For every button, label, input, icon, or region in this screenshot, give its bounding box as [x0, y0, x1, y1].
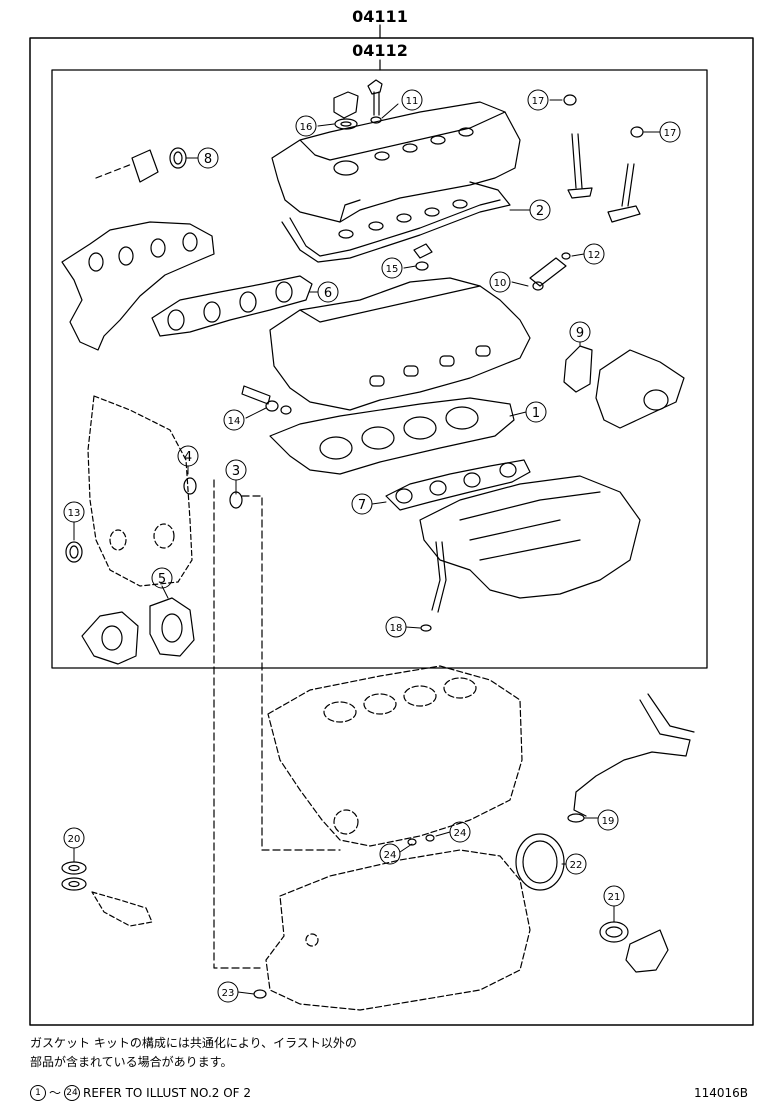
callout-12: 12	[588, 250, 601, 261]
callout-leaders	[73, 99, 661, 995]
callout-20: 20	[68, 834, 81, 845]
callout-1: 1	[532, 406, 540, 421]
gasket-kit-exploded-diagram: 04111 04112	[29, 7, 754, 1026]
callout-circle-6	[317, 281, 339, 303]
callout-circle-17a	[527, 89, 549, 111]
illustration-reference: 1 ～ 24 REFER TO ILLUST NO.2 OF 2	[30, 1084, 251, 1101]
callout-circle-18	[385, 616, 407, 638]
water-pump-drawing	[81, 611, 139, 665]
injector-drawing	[413, 243, 571, 291]
ref-tilde: ～	[49, 1086, 62, 1100]
callout-circle-24b	[379, 843, 401, 865]
water-pump-gasket-drawing	[149, 597, 195, 657]
callout-circle-13	[63, 501, 85, 523]
o-ring-4-drawing	[183, 477, 197, 495]
rear-oil-seal-drawing	[515, 833, 565, 891]
callout-16: 16	[300, 122, 313, 133]
callout-circle-3	[225, 459, 247, 481]
callout-circle-12	[583, 243, 605, 265]
callout-circle-19	[597, 809, 619, 831]
callout-circle-9	[569, 321, 591, 343]
water-inlet-pipe-drawing	[567, 693, 695, 823]
kit-inner-frame	[51, 69, 708, 669]
callout-8: 8	[204, 152, 212, 167]
callout-7: 7	[358, 498, 366, 513]
exhaust-manifold-gasket-drawing	[151, 275, 313, 337]
callout-circle-21	[603, 885, 625, 907]
callout-circle-5	[151, 567, 173, 589]
callout-9: 9	[576, 326, 584, 341]
callout-3: 3	[232, 464, 240, 479]
kit-code-inner: 04112	[352, 41, 408, 60]
callout-circle-1	[525, 401, 547, 423]
callout-11: 11	[406, 96, 419, 107]
callout-21: 21	[608, 892, 621, 903]
seal-21-drawing	[599, 921, 669, 973]
callout-circle-14	[223, 409, 245, 431]
figure-number: 114016B	[693, 1086, 748, 1100]
cylinder-head-gasket-drawing	[269, 397, 515, 475]
o-ring-24a-drawing	[425, 834, 435, 842]
callout-circle-17b	[659, 121, 681, 143]
callout-14: 14	[228, 416, 241, 427]
callout-17a: 17	[532, 96, 545, 107]
callout-markers: 1 2 3 4 5 6 7 8 9 10 11 12 13 14 15 16 1	[63, 89, 681, 1003]
callout-circle-15	[381, 257, 403, 279]
cover-bolt-drawing	[367, 79, 383, 124]
callout-circle-20	[63, 827, 85, 849]
callout-13: 13	[68, 508, 81, 519]
ref-text: REFER TO ILLUST NO.2 OF 2	[83, 1085, 252, 1100]
callout-15: 15	[386, 264, 399, 275]
drain-plug-drawing	[253, 989, 267, 999]
callout-18: 18	[390, 623, 403, 634]
callout-circle-4	[177, 445, 199, 467]
callout-23: 23	[222, 988, 235, 999]
callout-circle-22	[565, 853, 587, 875]
callout-circle-16	[295, 115, 317, 137]
kit-outer-frame	[29, 37, 754, 1026]
callout-circle-7	[351, 493, 373, 515]
gasket-20-drawing	[61, 861, 153, 927]
crank-front-seal-drawing	[65, 541, 83, 563]
kit-composition-note-line1: ガスケット キットの構成には共通化により、イラスト以外の	[30, 1036, 357, 1050]
exhaust-pipe-drawing	[95, 147, 187, 183]
dashed-leaders	[213, 479, 341, 969]
ref-start-callout: 1	[30, 1084, 46, 1101]
callout-17b: 17	[664, 128, 677, 139]
callout-circle-8	[197, 147, 219, 169]
callout-6: 6	[324, 286, 332, 301]
oil-filler-cap-drawing	[333, 91, 359, 130]
callout-22: 22	[570, 860, 583, 871]
intake-manifold-gasket-drawing	[385, 459, 531, 511]
kit-code-outer: 04111	[352, 7, 408, 26]
dipstick-guide-drawing	[420, 541, 447, 632]
exhaust-manifold-drawing	[61, 221, 215, 351]
water-outlet-drawing	[563, 345, 685, 429]
valve-drawing	[563, 94, 644, 223]
cylinder-head-cover-drawing	[271, 101, 521, 223]
ref-end-callout: 24	[64, 1084, 81, 1101]
o-ring-24b-drawing	[407, 838, 417, 846]
callout-circle-10	[489, 271, 511, 293]
callout-24a: 24	[454, 828, 467, 839]
cylinder-block-drawing	[267, 665, 523, 847]
intake-manifold-drawing	[419, 475, 641, 599]
callout-circle-24a	[449, 821, 471, 843]
callout-2: 2	[536, 204, 544, 219]
cam-seal-drawing	[241, 385, 292, 415]
callout-4: 4	[184, 450, 192, 465]
callout-10: 10	[494, 278, 507, 289]
callout-circle-2	[529, 199, 551, 221]
callout-5: 5	[158, 572, 166, 587]
kit-composition-note-line2: 部品が含まれている場合があります。	[30, 1055, 233, 1069]
callout-circle-11	[401, 89, 423, 111]
callout-19: 19	[602, 816, 615, 827]
cylinder-head-drawing	[269, 277, 531, 411]
oil-pan-drawing	[265, 849, 531, 1011]
callout-circle-23	[217, 981, 239, 1003]
head-cover-gasket-drawing	[281, 181, 511, 263]
callout-24b: 24	[384, 850, 397, 861]
timing-cover-drawing	[87, 395, 193, 587]
